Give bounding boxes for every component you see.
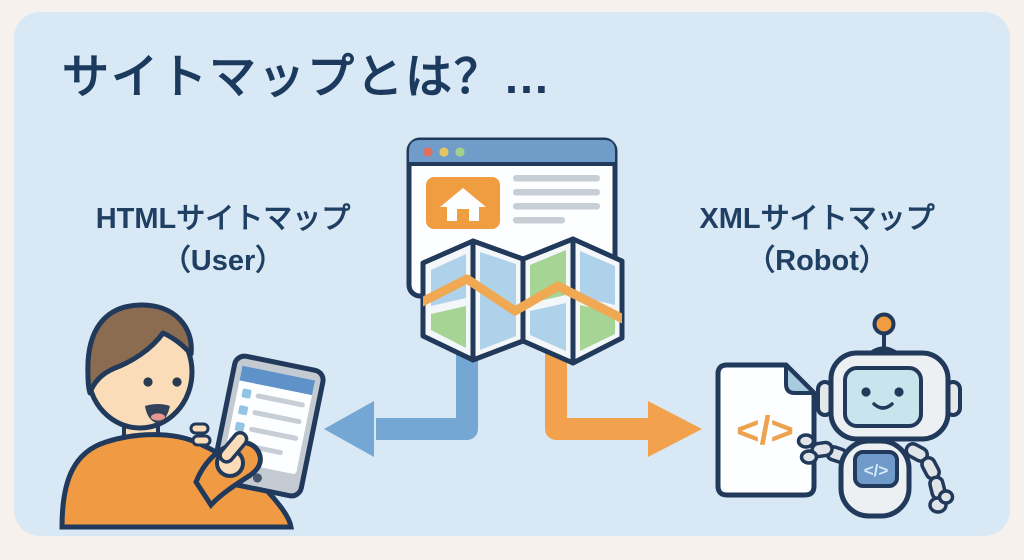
arrow-orange-pipe bbox=[545, 346, 650, 440]
arrow-orange-head-icon bbox=[648, 401, 702, 457]
tablet-screen-header bbox=[239, 365, 316, 396]
robot-eye-left bbox=[861, 387, 871, 397]
home-icon bbox=[440, 188, 486, 221]
user-hair bbox=[85, 302, 194, 396]
robot-eye-right bbox=[894, 387, 904, 397]
user-eye-right bbox=[172, 377, 182, 387]
xml-sitemap-label-line2: （Robot） bbox=[746, 245, 888, 278]
browser-header-bar bbox=[409, 140, 615, 164]
xml-document: </> bbox=[715, 362, 817, 498]
html-sitemap-label-line2: （User） bbox=[161, 245, 285, 278]
arrow-blue-head-icon bbox=[324, 401, 374, 457]
page-title: サイトマップとは？… bbox=[62, 50, 552, 103]
arrow-to-robot bbox=[545, 346, 702, 457]
xml-sitemap-label-line1: XMLサイトマップ bbox=[699, 203, 935, 235]
sitemap-map-icon bbox=[420, 236, 625, 366]
document-sheet bbox=[715, 362, 817, 498]
robot-antenna-ball-icon bbox=[872, 312, 896, 336]
robot-face-screen bbox=[843, 366, 923, 428]
robot-smile bbox=[872, 402, 894, 410]
html-sitemap-label: HTMLサイトマップ （User） bbox=[62, 198, 384, 282]
dot-green-icon bbox=[455, 147, 465, 157]
user-head bbox=[85, 302, 195, 431]
robot-arm-right bbox=[904, 442, 955, 514]
document-code-icon: </> bbox=[736, 409, 794, 453]
robot-figure: </> bbox=[796, 312, 962, 519]
dot-yellow-icon bbox=[439, 147, 449, 157]
browser-traffic-dots bbox=[423, 147, 465, 157]
map-blocks bbox=[431, 250, 615, 351]
arrow-to-user bbox=[324, 346, 478, 457]
html-sitemap-label-line1: HTMLサイトマップ bbox=[95, 203, 351, 235]
robot-chest-panel bbox=[853, 450, 899, 488]
tablet-home-button bbox=[252, 473, 262, 483]
user-figure bbox=[59, 302, 326, 530]
map-road bbox=[423, 274, 622, 325]
user-eye-left bbox=[143, 377, 153, 387]
arrow-blue-pipe bbox=[376, 346, 478, 440]
dot-red-icon bbox=[423, 147, 433, 157]
robot-chest-code-icon: </> bbox=[864, 461, 889, 480]
browser-text-lines bbox=[513, 175, 600, 224]
xml-sitemap-label: XMLサイトマップ （Robot） bbox=[652, 198, 982, 282]
document-fold bbox=[784, 363, 816, 395]
user-hand-pointing bbox=[189, 422, 249, 478]
robot-arm-left bbox=[796, 433, 849, 465]
user-tongue bbox=[151, 413, 165, 421]
